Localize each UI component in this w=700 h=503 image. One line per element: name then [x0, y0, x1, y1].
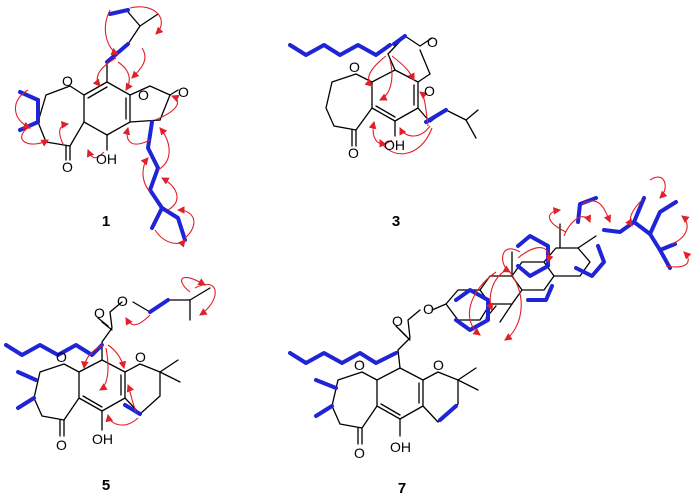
- compound-5-hydroxyl: OH: [92, 431, 113, 447]
- compound-1-label: 1: [102, 213, 110, 230]
- compound-7-bonds: [331, 223, 597, 445]
- compound-3-o-carbonyl: O: [427, 34, 438, 50]
- compound-5-hmbc-arrows: [81, 276, 216, 426]
- compound-1-o-carbonyl: O: [178, 84, 189, 100]
- compound-1-bonds: [37, 11, 179, 161]
- compound-3-bonds: [325, 35, 479, 147]
- compound-7-o-ester: O: [423, 301, 434, 317]
- compound-7-o-carbonyl: O: [392, 313, 403, 329]
- compound-1: O O O O OH 1: [14, 6, 195, 248]
- compound-7-label: 7: [398, 480, 406, 497]
- compound-5-atom-labels: O O O O O OH: [56, 293, 146, 453]
- compound-5-o-ester: O: [117, 293, 128, 309]
- compound-3-cosy-bonds: [288, 34, 448, 124]
- compound-3-o-lactone: O: [424, 83, 435, 99]
- compound-3-label: 3: [392, 213, 400, 230]
- compound-1-hmbc-arrows: [14, 6, 195, 248]
- compound-7-o-pyran: O: [433, 357, 444, 373]
- compound-5-o-ketone: O: [56, 437, 67, 453]
- compound-5: O O O O O OH 5: [4, 276, 216, 494]
- compound-5-cosy-bonds: [4, 298, 170, 416]
- compound-7-hydroxyl: OH: [390, 439, 411, 455]
- compound-5-label: 5: [102, 477, 110, 494]
- compound-7-o-ketone: O: [354, 445, 365, 461]
- compound-3-o-ring: O: [349, 59, 360, 75]
- compound-7-hmbc-arrows: [468, 176, 692, 341]
- compound-7-atom-labels: O O O O O OH: [354, 301, 444, 461]
- compound-7: O O O O O OH 7: [288, 176, 692, 497]
- compound-1-o-ketone: O: [62, 159, 73, 175]
- compound-3-atom-labels: O O O O OH: [348, 34, 438, 161]
- compound-3: O O O O OH 3: [288, 34, 479, 230]
- compound-5-o-pyran: O: [135, 349, 146, 365]
- compound-1-atom-labels: O O O O OH: [62, 73, 189, 175]
- compound-1-o-ring: O: [62, 73, 73, 89]
- compound-5-o-ring: O: [56, 349, 67, 365]
- compound-1-cosy-bonds: [18, 8, 187, 242]
- compound-7-cosy-bonds: [288, 196, 678, 422]
- compound-3-hmbc-arrows: [364, 55, 433, 155]
- compound-3-hydroxyl: OH: [384, 137, 405, 153]
- compound-1-o-lactone: O: [138, 87, 149, 103]
- compound-1-hydroxyl: OH: [96, 151, 117, 167]
- compound-7-o-ring: O: [354, 357, 365, 373]
- compound-5-o-carbonyl: O: [94, 305, 105, 321]
- compound-3-o-ketone: O: [348, 145, 359, 161]
